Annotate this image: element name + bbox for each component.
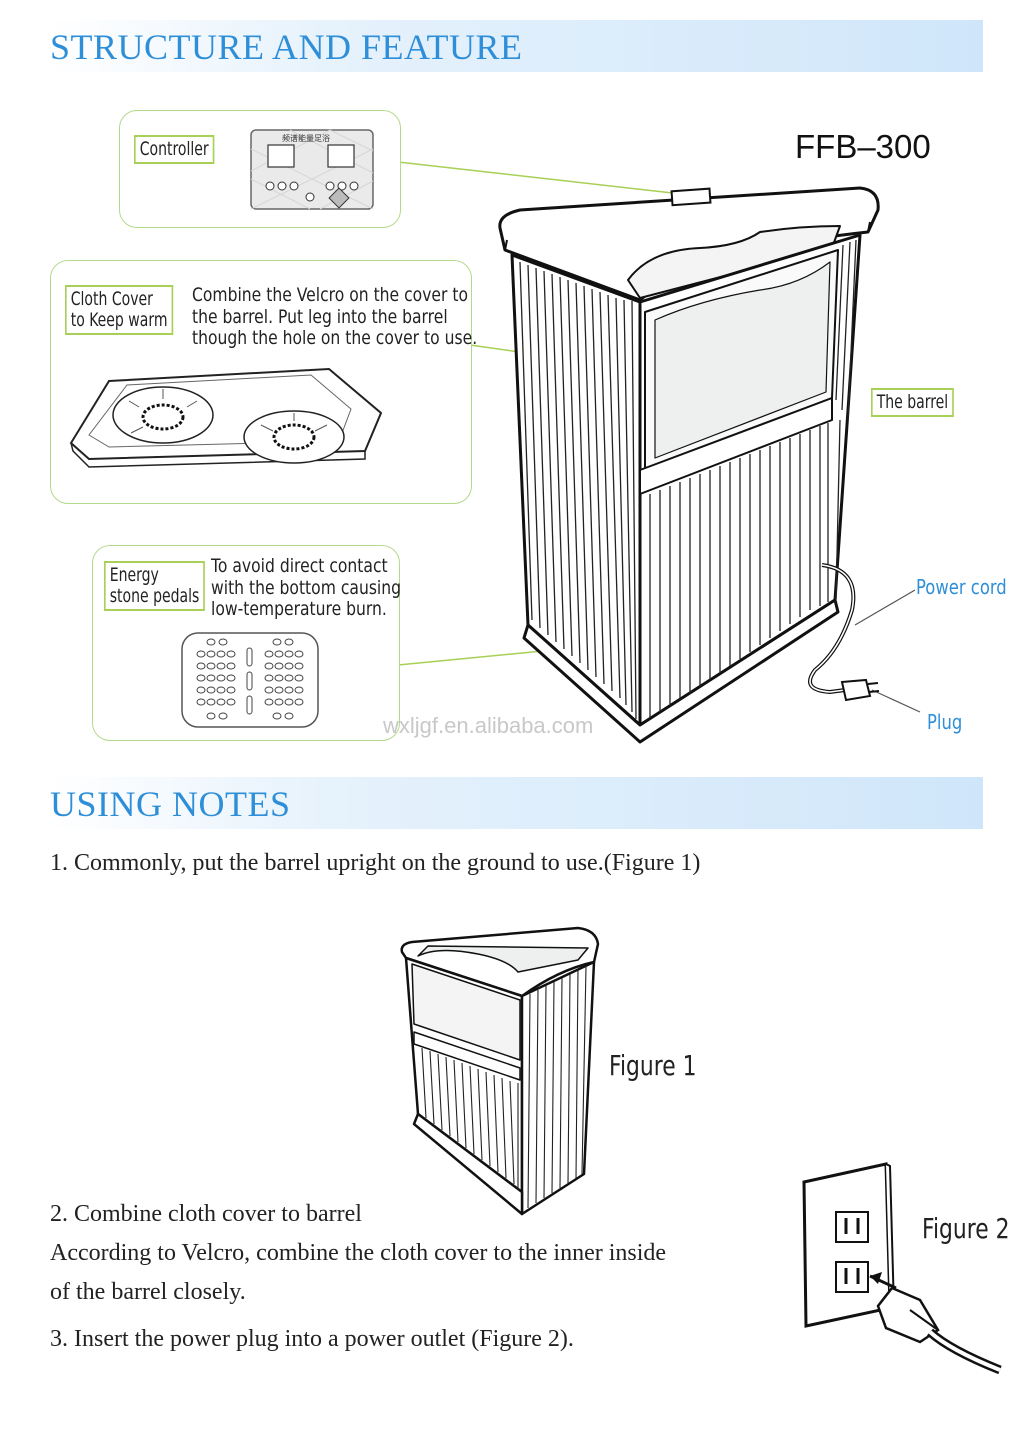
watermark: wxljgf.en.alibaba.com <box>383 713 594 738</box>
figure2-label: Figure 2 <box>922 1212 1010 1245</box>
structure-header-band: STRUCTURE AND FEATURE <box>50 20 983 72</box>
energy-stone-label-line2: stone pedals <box>109 585 200 607</box>
energy-stone-label: Energy stone pedals <box>104 561 206 611</box>
figure1-barrel-illustration <box>400 926 600 1216</box>
notes-title: USING NOTES <box>50 784 291 824</box>
cloth-cover-desc-line3: though the hole on the cover to use. <box>192 327 478 349</box>
energy-stone-callout: Energy stone pedals To avoid direct cont… <box>92 545 402 741</box>
controller-callout: Controller 频谱能量足浴 <box>119 110 401 228</box>
energy-stone-description: To avoid direct contact with the bottom … <box>211 555 402 621</box>
cloth-cover-illustration <box>69 367 383 468</box>
controller-label: Controller <box>134 135 215 164</box>
note-item-3: 3. Insert the power plug into a power ou… <box>50 1326 574 1352</box>
energy-stone-desc-line2: with the bottom causing <box>211 576 402 599</box>
cloth-cover-desc-line1: Combine the Velcro on the cover to <box>192 284 469 306</box>
cloth-cover-label: Cloth Cover to Keep warm <box>65 285 174 335</box>
barrel-label: The barrel <box>871 388 954 417</box>
note-item-2-line1: According to Velcro, combine the cloth c… <box>50 1240 667 1266</box>
cloth-cover-desc-line2: the barrel. Put leg into the barrel <box>192 305 448 328</box>
note-item-1: 1. Commonly, put the barrel upright on t… <box>50 850 701 876</box>
note-item-2-line2: of the barrel closely. <box>50 1279 246 1305</box>
figure1-label: Figure 1 <box>609 1049 697 1082</box>
figure2-outlet-illustration <box>802 1162 1002 1375</box>
cloth-cover-label-line1: Cloth Cover <box>70 288 153 310</box>
energy-stone-pedals-illustration <box>181 632 319 728</box>
barrel-illustration <box>397 161 921 744</box>
plug-label: Plug <box>927 710 963 734</box>
structure-title: STRUCTURE AND FEATURE <box>50 27 523 67</box>
energy-stone-label-line1: Energy <box>109 564 159 586</box>
notes-header-band: USING NOTES <box>50 777 983 829</box>
cloth-cover-description: Combine the Velcro on the cover to the b… <box>192 284 478 350</box>
model-name: FFB–300 <box>795 128 931 165</box>
energy-stone-desc-line1: To avoid direct contact <box>211 555 388 577</box>
cloth-cover-label-line2: to Keep warm <box>70 309 168 331</box>
power-cord-label: Power cord <box>916 575 1007 599</box>
energy-stone-desc-line3: low-temperature burn. <box>211 598 387 620</box>
controller-panel-icon <box>250 129 374 210</box>
cloth-cover-callout: Cloth Cover to Keep warm Combine the Vel… <box>50 260 477 504</box>
note-item-2-title: 2. Combine cloth cover to barrel <box>50 1201 362 1227</box>
controller-panel-title: 频谱能量足浴 <box>282 134 330 143</box>
